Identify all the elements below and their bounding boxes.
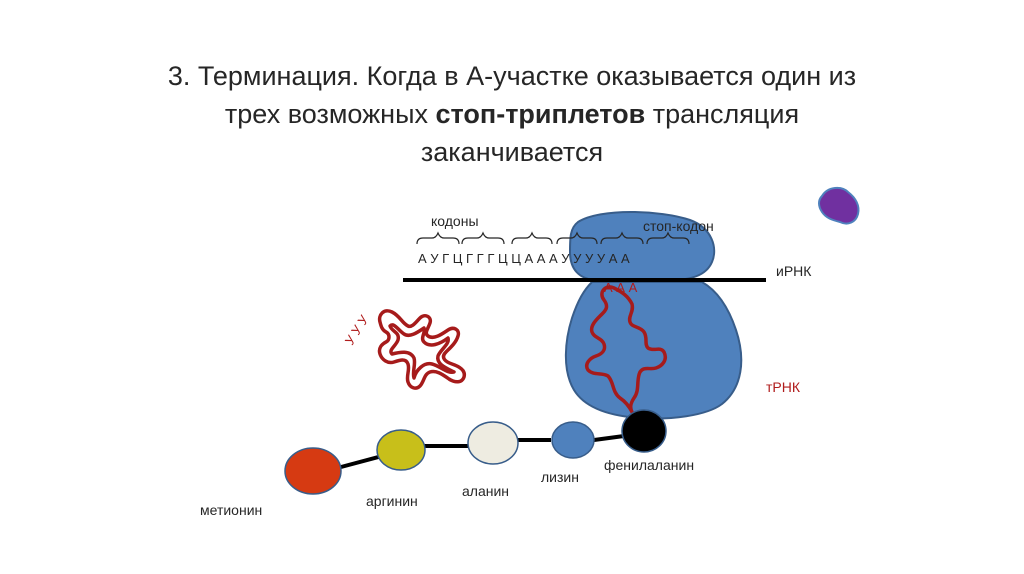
codon-braces <box>416 231 690 245</box>
amino-acid-phenylalanine <box>621 409 667 453</box>
label-arginine: аргинин <box>366 493 418 509</box>
anticodon-in-ribosome: А А А <box>604 280 638 295</box>
slide-title: 3. Терминация. Когда в А-участке оказыва… <box>0 57 1024 171</box>
free-trna-anticodon: У У У <box>342 312 372 348</box>
label-methionine: метионин <box>200 502 262 518</box>
title-bold-stop-triplets: стоп-триплетов <box>435 99 646 129</box>
release-factor <box>818 186 860 225</box>
codon-brace-5 <box>600 231 644 245</box>
bound-trna <box>584 285 668 414</box>
codons-label: кодоны <box>431 213 479 229</box>
title-line-2-end: трансляция <box>645 99 800 129</box>
label-alanine: аланин <box>462 483 509 499</box>
amino-acid-alanine <box>467 421 519 465</box>
codon-brace-2 <box>461 231 505 245</box>
title-line-3: заканчивается <box>420 137 604 167</box>
amino-acid-methionine <box>284 447 342 495</box>
codon-brace-6 <box>646 231 690 245</box>
title-line-2-start: трех возможных <box>224 99 436 129</box>
amino-acid-lysine <box>551 421 595 459</box>
mrna-label: иРНК <box>776 263 812 279</box>
free-trna-inner <box>388 323 456 380</box>
amino-acid-arginine <box>376 429 426 471</box>
codon-brace-4 <box>556 231 598 245</box>
ribosome-small-subunit <box>568 211 716 281</box>
label-lysine: лизин <box>541 469 579 485</box>
trna-label: тРНК <box>766 379 801 395</box>
stop-codon-label: стоп-кодон <box>643 218 714 234</box>
title-line-1: 3. Терминация. Когда в А-участке оказыва… <box>167 61 857 91</box>
label-phenylalanine: фенилаланин <box>604 457 694 473</box>
bond-lys-phe <box>593 434 625 442</box>
codon-brace-1 <box>416 231 460 245</box>
bond-met-arg <box>340 454 383 469</box>
title-line-2: трех возможных стоп-триплетов трансляция <box>0 95 1024 133</box>
free-trna <box>377 309 467 390</box>
mrna-sequence: А У Г Ц Г Г Г Ц Ц А А А У У У У А А <box>418 251 630 266</box>
codon-brace-3 <box>511 231 553 245</box>
